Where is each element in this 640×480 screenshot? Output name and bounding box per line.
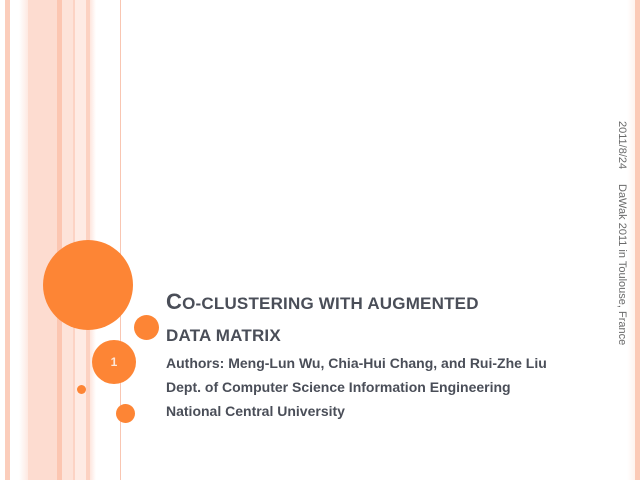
decorative-stripe [19,0,29,480]
decorative-circle-large [43,240,133,330]
footer-venue: DaWak 2011 in Toulouse, France [616,184,628,346]
authors-text: Authors: Meng-Lun Wu, Chia-Hui Chang, an… [166,355,547,371]
title-line-1: CO-CLUSTERING WITH AUGMENTED [166,286,596,320]
title-line-2: DATA MATRIX [166,326,281,345]
slide-title: CO-CLUSTERING WITH AUGMENTED DATA MATRIX [166,286,596,352]
title-initial-cap: C [166,289,183,314]
decorative-stripe [57,0,62,480]
title-line-1-rest: O-CLUSTERING WITH AUGMENTED [182,294,479,313]
decorative-circle-small [77,385,86,394]
slide-number-badge: 1 [92,340,136,384]
slide-number: 1 [110,355,118,369]
decorative-stripe-right [635,0,640,480]
department-text: Dept. of Computer Science Information En… [166,379,511,395]
decorative-stripe [5,0,10,480]
footer-date: 2011/8/24 [616,121,628,170]
decorative-circle-lower [116,404,135,423]
university-text: National Central University [166,403,345,419]
decorative-stripe [73,0,75,480]
slide-subtitle: Authors: Meng-Lun Wu, Chia-Hui Chang, an… [166,351,547,423]
decorative-stripe [62,0,73,480]
decorative-circle-medium [134,315,159,340]
decorative-thin-line [120,0,121,480]
decorative-stripe-right-fade [627,0,635,480]
decorative-stripe [28,0,57,480]
